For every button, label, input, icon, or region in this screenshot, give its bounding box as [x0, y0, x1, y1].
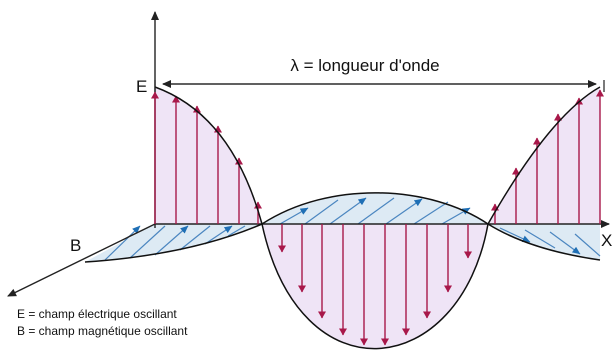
e-field-fill-negative	[262, 224, 488, 349]
legend-electric: E = champ électrique oscillant	[17, 307, 177, 321]
legend-magnetic: B = champ magnétique oscillant	[17, 324, 188, 338]
e-field-vectors	[151, 89, 604, 346]
e-axis-label: E	[136, 77, 147, 96]
b-axis	[7, 223, 156, 297]
b-field-curve	[84, 192, 601, 263]
b-axis-label: B	[70, 236, 81, 255]
b-field-fill-middle	[262, 192, 488, 224]
wavelength-marker	[154, 80, 605, 92]
wavelength-label: λ = longueur d'onde	[290, 56, 439, 75]
b-field-fill-left	[85, 224, 262, 262]
e-field-fill-positive-left	[155, 87, 262, 224]
b-field-vectors	[104, 197, 601, 261]
x-axis-label: X	[601, 231, 612, 250]
e-field-curve	[154, 86, 601, 350]
e-field-fill-positive-right	[488, 87, 600, 224]
